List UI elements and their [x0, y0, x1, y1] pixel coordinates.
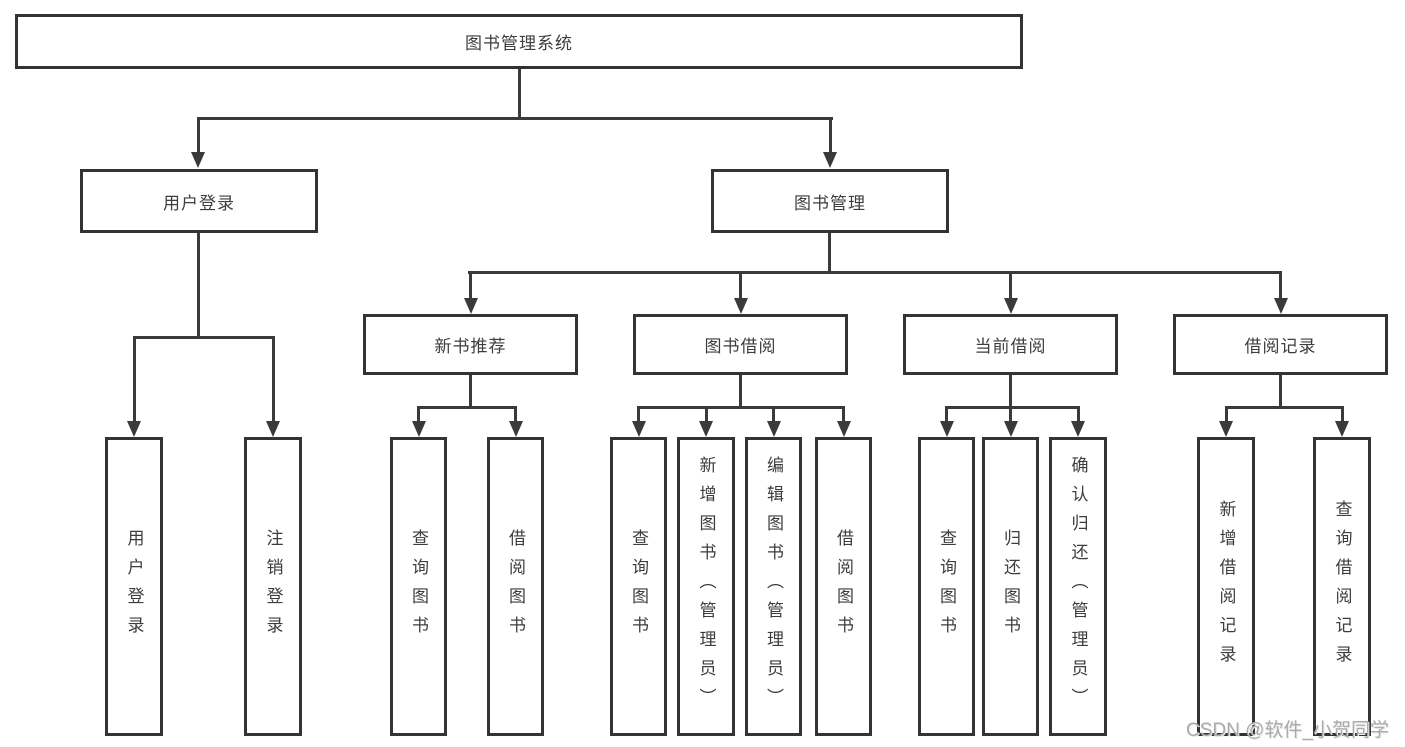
arrowhead-down-icon — [699, 421, 713, 437]
connector-segment — [1077, 406, 1080, 421]
node-user-login-label: 用户登录 — [163, 193, 235, 213]
node-leaf-label: 编辑图书（管理员） — [764, 456, 783, 717]
arrowhead-down-icon — [266, 421, 280, 437]
connector-segment — [772, 406, 775, 421]
node-root: 图书管理系统 — [15, 14, 1023, 69]
node-leaf-label: 注销登录 — [263, 528, 283, 645]
connector-segment — [637, 406, 845, 409]
node-borrow-record-label: 借阅记录 — [1244, 337, 1317, 356]
arrowhead-down-icon — [464, 298, 478, 314]
node-book-management: 图书管理 — [711, 169, 949, 233]
arrowhead-down-icon — [1004, 421, 1018, 437]
connector-segment — [197, 233, 200, 336]
csdn-watermark: CSDN @软件_小贺同学 — [1186, 720, 1389, 741]
connector-segment — [945, 406, 948, 421]
node-current-borrow: 当前借阅 — [903, 314, 1118, 375]
arrowhead-down-icon — [509, 421, 523, 437]
connector-segment — [705, 406, 708, 421]
connector-segment — [1009, 406, 1012, 421]
node-new-book-recommend-label: 新书推荐 — [434, 337, 507, 356]
node-leaf-label: 借阅图书 — [506, 528, 525, 645]
arrowhead-down-icon — [940, 421, 954, 437]
connector-segment — [739, 271, 742, 300]
node-borrow-record: 借阅记录 — [1173, 314, 1388, 375]
connector-segment — [842, 406, 845, 421]
node-leaf-user-login: 用户登录 — [105, 437, 163, 736]
connector-segment — [1341, 406, 1344, 421]
connector-segment — [417, 406, 517, 409]
node-current-borrow-label: 当前借阅 — [974, 337, 1047, 356]
connector-segment — [133, 336, 136, 421]
connector-segment — [514, 406, 517, 421]
node-leaf-label: 归还图书 — [1001, 528, 1020, 645]
node-leaf-label: 新增借阅记录 — [1216, 499, 1236, 674]
node-book-borrow: 图书借阅 — [633, 314, 848, 375]
arrowhead-down-icon — [191, 152, 205, 168]
arrowhead-down-icon — [823, 152, 837, 168]
arrowhead-down-icon — [632, 421, 646, 437]
node-leaf-query-book-current: 查询图书 — [918, 437, 975, 736]
arrowhead-down-icon — [1335, 421, 1349, 437]
node-leaf-label: 查询图书 — [937, 528, 956, 645]
connector-segment — [518, 69, 521, 117]
connector-segment — [829, 117, 832, 153]
connector-segment — [417, 406, 420, 421]
node-leaf-logout: 注销登录 — [244, 437, 302, 736]
node-user-login: 用户登录 — [80, 169, 318, 233]
connector-segment — [739, 375, 742, 406]
arrowhead-down-icon — [1274, 298, 1288, 314]
connector-segment — [469, 375, 472, 406]
arrowhead-down-icon — [767, 421, 781, 437]
connector-segment — [272, 336, 275, 421]
arrowhead-down-icon — [1219, 421, 1233, 437]
node-leaf-add-book-admin: 新增图书（管理员） — [677, 437, 735, 736]
arrowhead-down-icon — [1004, 298, 1018, 314]
connector-segment — [1009, 375, 1012, 406]
node-leaf-borrow-book-recommend: 借阅图书 — [487, 437, 544, 736]
node-root-label: 图书管理系统 — [465, 34, 573, 53]
arrowhead-down-icon — [1071, 421, 1085, 437]
node-book-borrow-label: 图书借阅 — [704, 337, 777, 356]
connector-segment — [469, 271, 472, 300]
connector-segment — [197, 117, 833, 120]
connector-segment — [1225, 406, 1343, 409]
node-leaf-label: 查询图书 — [629, 528, 648, 645]
connector-segment — [133, 336, 274, 339]
connector-segment — [637, 406, 640, 421]
connector-segment — [197, 117, 200, 153]
node-leaf-query-book-recommend: 查询图书 — [390, 437, 447, 736]
arrowhead-down-icon — [837, 421, 851, 437]
node-leaf-edit-book-admin: 编辑图书（管理员） — [745, 437, 802, 736]
node-leaf-label: 借阅图书 — [834, 528, 853, 645]
arrowhead-down-icon — [412, 421, 426, 437]
node-leaf-query-borrow-record: 查询借阅记录 — [1313, 437, 1371, 736]
node-leaf-label: 新增图书（管理员） — [696, 456, 716, 717]
node-leaf-label: 用户登录 — [124, 528, 144, 645]
arrowhead-down-icon — [127, 421, 141, 437]
connector-segment — [945, 406, 1079, 409]
connector-segment — [1225, 406, 1228, 421]
node-leaf-label: 查询借阅记录 — [1332, 499, 1352, 674]
node-leaf-label: 确认归还（管理员） — [1068, 456, 1088, 717]
connector-segment — [1009, 271, 1012, 300]
node-leaf-confirm-return-admin: 确认归还（管理员） — [1049, 437, 1107, 736]
arrowhead-down-icon — [734, 298, 748, 314]
connector-segment — [1279, 375, 1282, 406]
connector-segment — [1279, 271, 1282, 300]
node-leaf-label: 查询图书 — [409, 528, 428, 645]
node-new-book-recommend: 新书推荐 — [363, 314, 578, 375]
node-leaf-return-book: 归还图书 — [982, 437, 1039, 736]
node-leaf-borrow-book: 借阅图书 — [815, 437, 872, 736]
connector-segment — [828, 233, 831, 271]
node-book-management-label: 图书管理 — [794, 193, 866, 213]
node-leaf-add-borrow-record: 新增借阅记录 — [1197, 437, 1255, 736]
node-leaf-query-book-borrow: 查询图书 — [610, 437, 667, 736]
connector-segment — [468, 271, 1282, 274]
